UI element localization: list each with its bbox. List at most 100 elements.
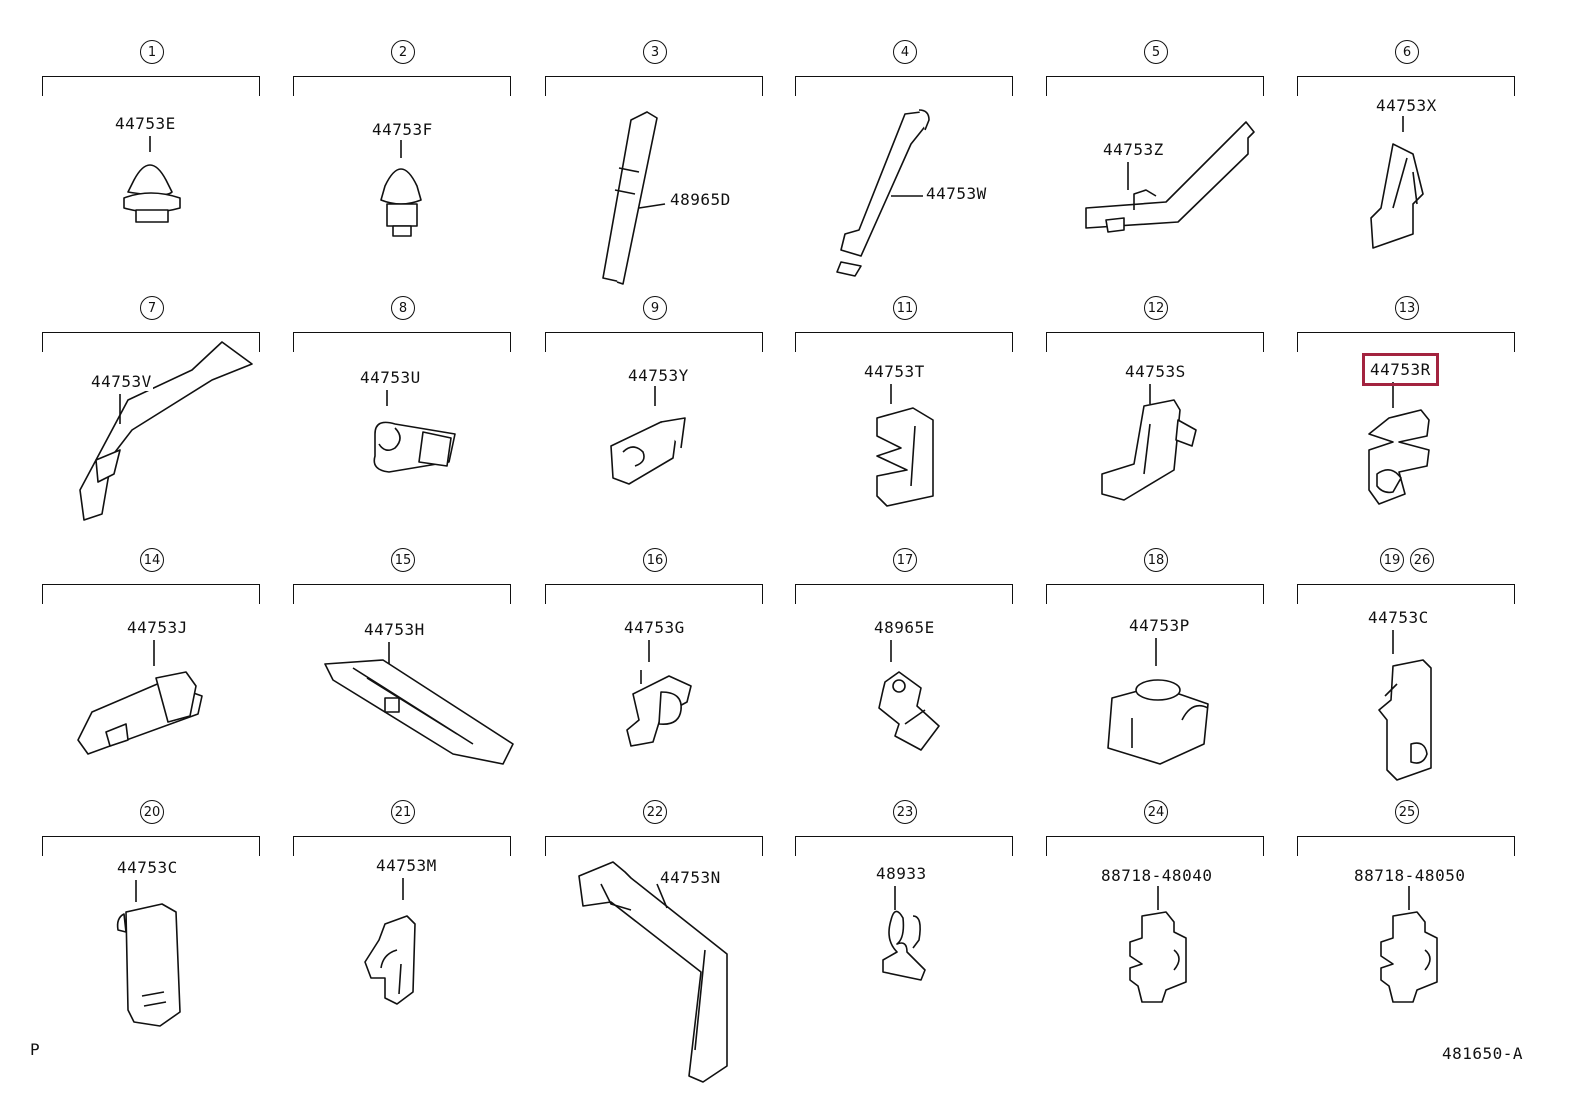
part-label[interactable]: 44753W	[925, 184, 988, 203]
item-number-group: 8	[293, 296, 513, 324]
item-number-group: 18	[1046, 548, 1266, 576]
diagram-code: 481650-A	[1442, 1044, 1524, 1063]
group-bracket	[795, 76, 1013, 96]
diagram-cell: 23 48933	[795, 800, 1015, 1030]
item-number-badge: 8	[391, 296, 415, 320]
part-illustration	[876, 384, 934, 507]
part-label[interactable]: 44753J	[126, 618, 189, 637]
group-bracket	[545, 332, 763, 352]
diagram-cell: 5 44753Z	[1046, 40, 1266, 270]
item-number-badge: 1	[140, 40, 164, 64]
part-illustration	[373, 390, 456, 473]
item-number-badge: 3	[643, 40, 667, 64]
group-bracket	[545, 76, 763, 96]
diagram-cell: 7 44753V	[42, 296, 262, 526]
group-bracket	[795, 584, 1013, 604]
part-label[interactable]: 44753H	[363, 620, 426, 639]
item-number-badge: 4	[893, 40, 917, 64]
group-bracket	[42, 584, 260, 604]
part-illustration	[1101, 384, 1197, 501]
item-number-group: 14	[42, 548, 262, 576]
item-number-badge: 13	[1395, 296, 1419, 320]
group-bracket	[1046, 76, 1264, 96]
leader-line	[656, 883, 668, 909]
part-illustration	[878, 640, 940, 751]
item-number-badge: 7	[140, 296, 164, 320]
part-illustration	[1370, 116, 1424, 249]
item-number-badge: 5	[1144, 40, 1168, 64]
part-label[interactable]: 44753N	[659, 868, 722, 887]
item-number-group: 4	[795, 40, 1015, 68]
part-label[interactable]: 48933	[875, 864, 928, 883]
part-illustration	[116, 880, 181, 1027]
item-number-group: 17	[795, 548, 1015, 576]
item-number-badge: 11	[893, 296, 917, 320]
part-label[interactable]: 44753T	[863, 362, 926, 381]
part-illustration	[324, 642, 514, 765]
item-number-group: 9	[545, 296, 765, 324]
part-label-highlighted[interactable]: 44753R	[1362, 353, 1439, 386]
diagram-cell: 4 44753W	[795, 40, 1015, 277]
part-illustration	[77, 640, 203, 755]
group-bracket	[1297, 584, 1515, 604]
item-number-group: 25	[1297, 800, 1517, 828]
item-number-group: 23	[795, 800, 1015, 828]
item-number-badge: 6	[1395, 40, 1419, 64]
group-bracket	[42, 76, 260, 96]
part-illustration	[1085, 121, 1255, 233]
group-bracket	[1046, 584, 1264, 604]
part-label[interactable]: 44753F	[371, 120, 434, 139]
part-illustration	[123, 136, 181, 223]
item-number-badge: 25	[1395, 800, 1419, 824]
group-bracket	[795, 836, 1013, 856]
part-label[interactable]: 44753Y	[627, 366, 690, 385]
part-label[interactable]: 44753X	[1375, 96, 1438, 115]
page-marker: P	[30, 1040, 41, 1059]
part-label[interactable]: 44753P	[1128, 616, 1191, 635]
part-illustration	[610, 386, 686, 485]
item-number-group: 13	[1297, 296, 1517, 324]
item-number-badge: 24	[1144, 800, 1168, 824]
part-label[interactable]: 44753C	[116, 858, 179, 877]
item-number-group: 3	[545, 40, 765, 68]
item-number-group: 21	[293, 800, 513, 828]
item-number-group: 22	[545, 800, 765, 828]
part-illustration	[380, 140, 422, 237]
diagram-cell: 21 44753M	[293, 800, 513, 1030]
part-label[interactable]: 44753U	[359, 368, 422, 387]
part-label[interactable]: 44753Z	[1102, 140, 1165, 159]
part-label[interactable]: 88718-48040	[1100, 866, 1214, 885]
part-label[interactable]: 48965E	[873, 618, 936, 637]
item-number-group: 11	[795, 296, 1015, 324]
part-illustration	[578, 861, 728, 1083]
group-bracket	[1297, 76, 1515, 96]
diagram-cell: 20 44753C	[42, 800, 262, 1030]
group-bracket	[545, 836, 763, 856]
part-label[interactable]: 48965D	[669, 190, 732, 209]
item-number-badge: 14	[140, 548, 164, 572]
item-number-badge: 16	[643, 548, 667, 572]
part-label[interactable]: 44753G	[623, 618, 686, 637]
item-number-badge: 21	[391, 800, 415, 824]
part-label[interactable]: 88718-48050	[1353, 866, 1467, 885]
diagram-cell: 24 88718-48040	[1046, 800, 1266, 1030]
part-label[interactable]: 44753S	[1124, 362, 1187, 381]
item-number-badge: 9	[643, 296, 667, 320]
group-bracket	[293, 836, 511, 856]
item-number-badge: 15	[391, 548, 415, 572]
part-label[interactable]: 44753V	[90, 372, 153, 391]
item-number-group: 20	[42, 800, 262, 828]
part-label[interactable]: 44753E	[114, 114, 177, 133]
item-number-group: 7	[42, 296, 262, 324]
part-label[interactable]: 44753C	[1367, 608, 1430, 627]
diagram-cell: 16 44753G	[545, 548, 765, 778]
part-label[interactable]: 44753M	[375, 856, 438, 875]
item-number-group: 6	[1297, 40, 1517, 68]
group-bracket	[545, 584, 763, 604]
group-bracket	[293, 332, 511, 352]
diagram-cell: 11 44753T	[795, 296, 1015, 526]
